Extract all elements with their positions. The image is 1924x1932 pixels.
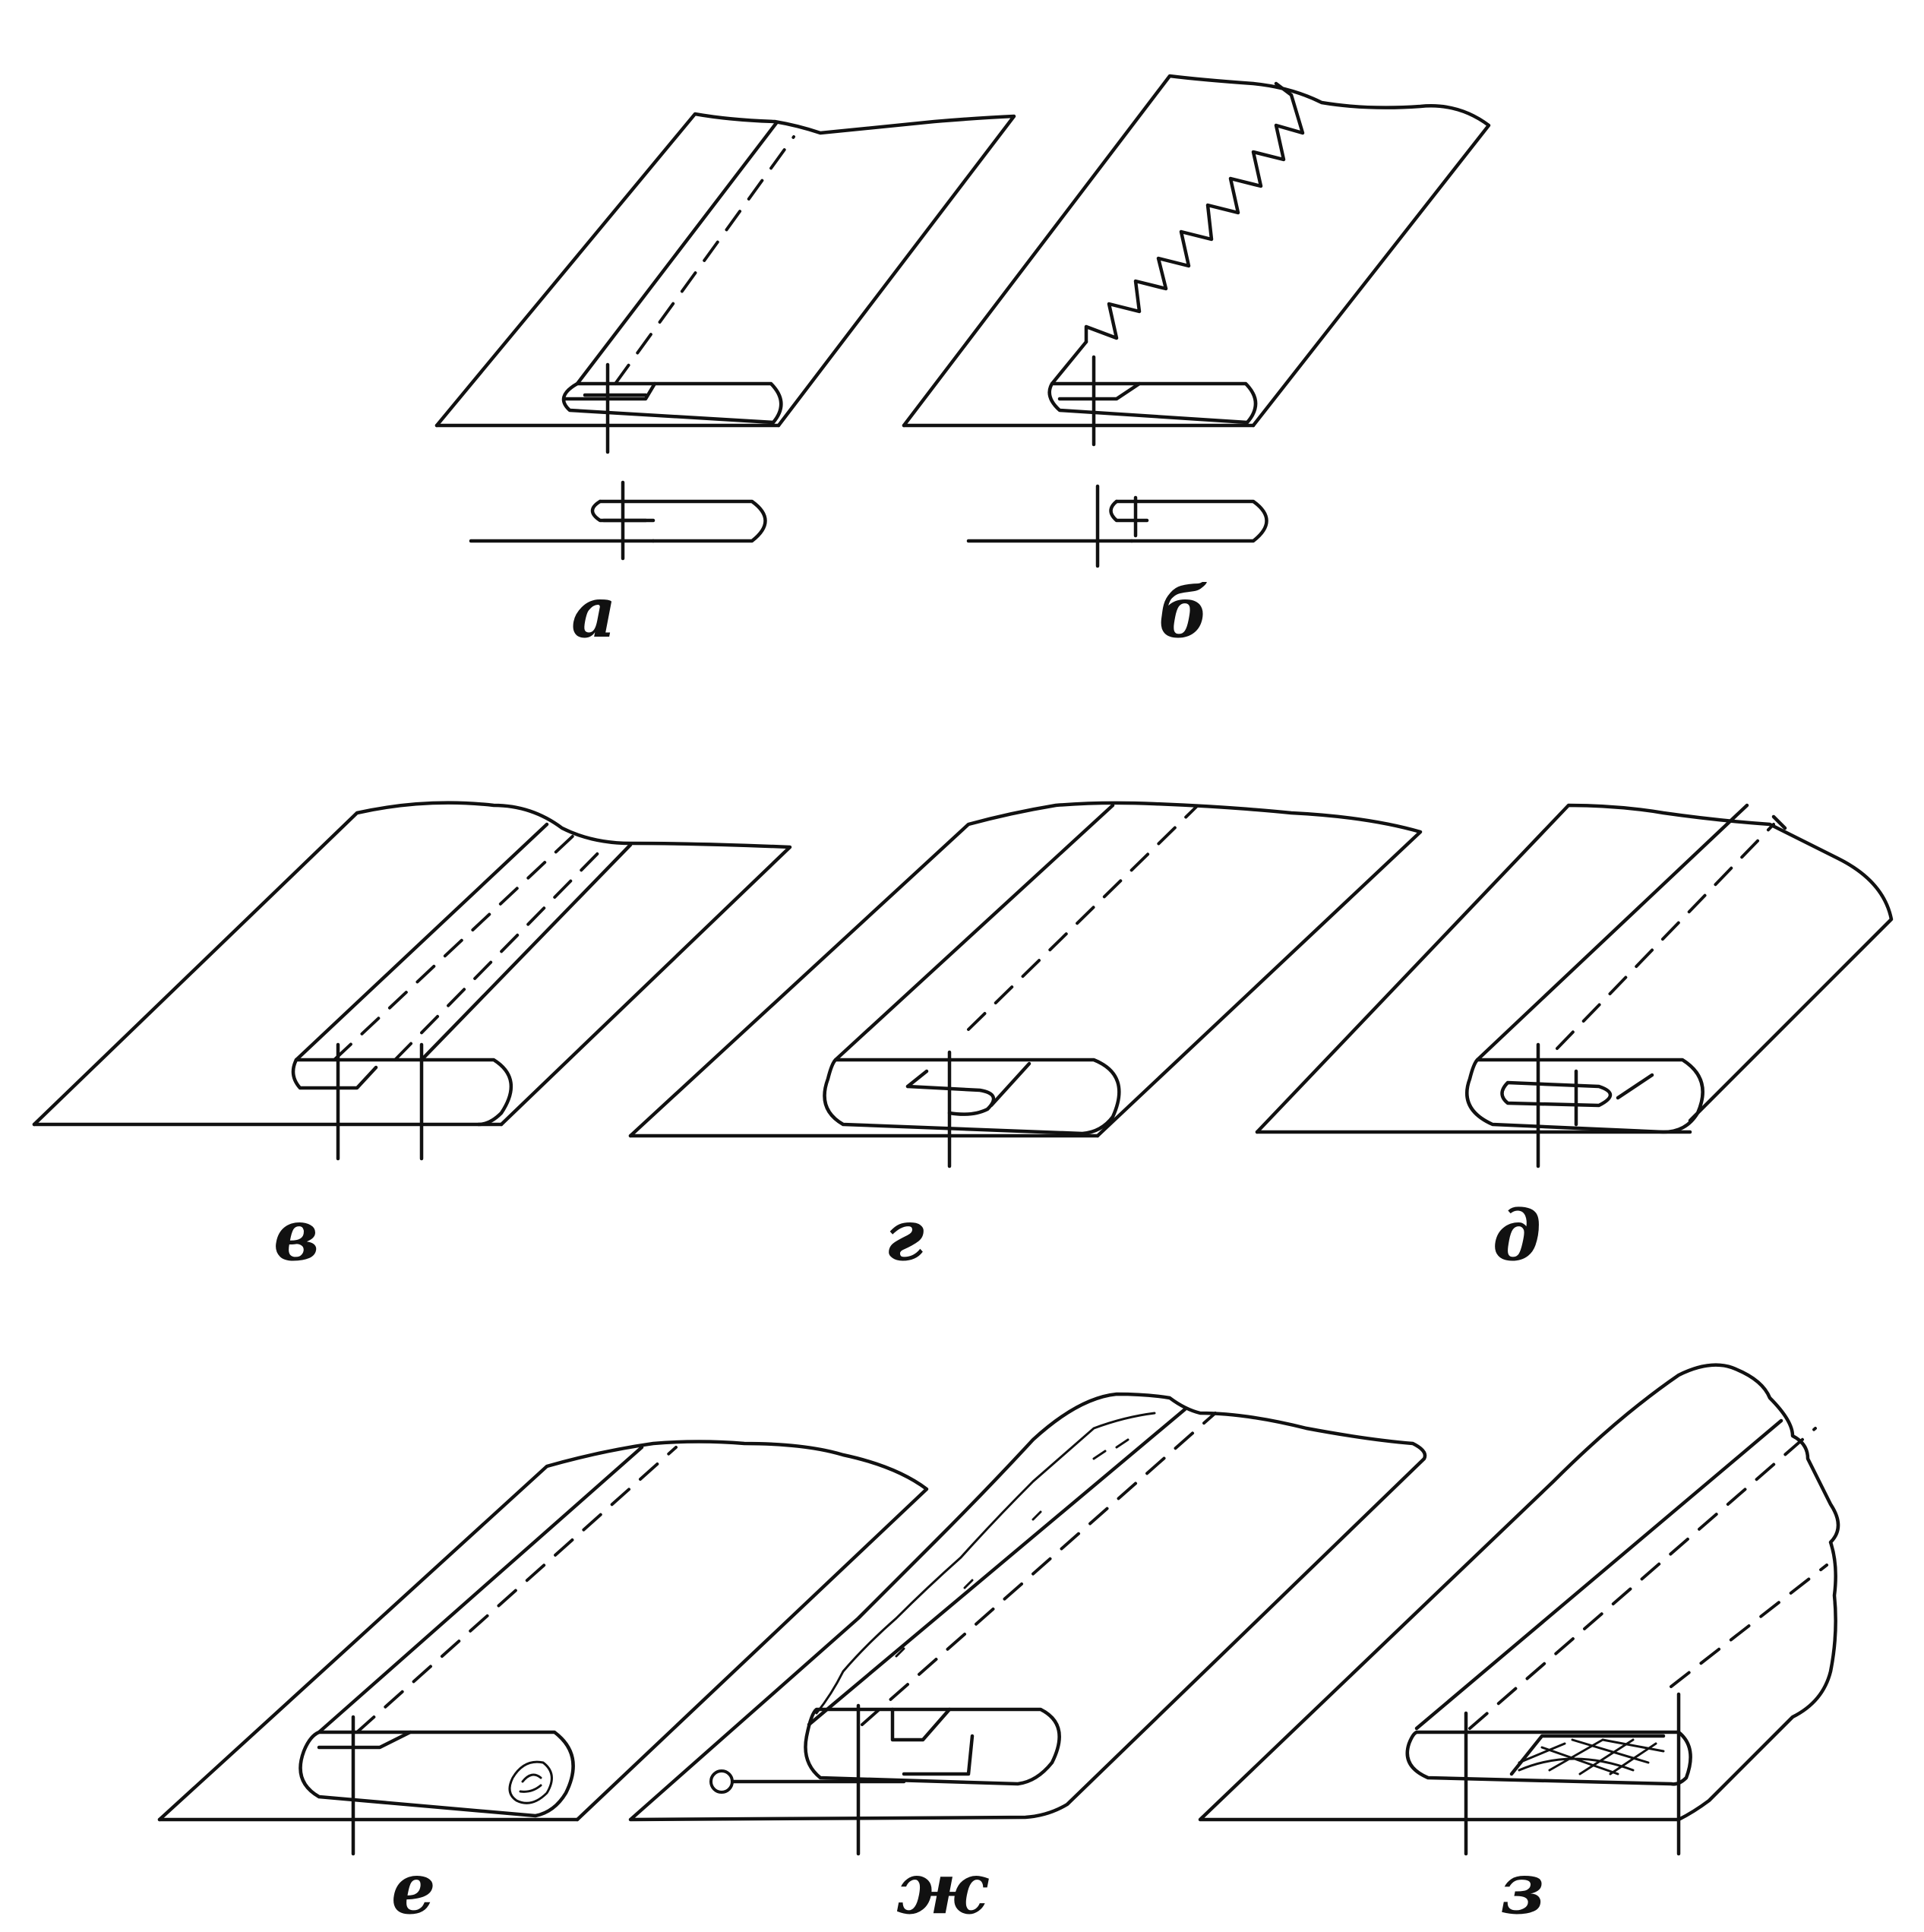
figure-v-label: в: [273, 1194, 320, 1276]
figure-e-label: е: [391, 1848, 436, 1930]
figure-g-label: г: [885, 1194, 924, 1276]
figure-v-hem-drawing: [32, 801, 792, 1161]
figure-z-label: з: [1500, 1848, 1545, 1930]
figure-g-hem-drawing: [628, 801, 1423, 1168]
figure-zh-label: ж: [896, 1848, 988, 1930]
figure-z-hem-drawing: [1198, 1363, 1840, 1856]
figure-b-label: б: [1158, 571, 1209, 653]
figure-d-hem-drawing: [1255, 803, 1894, 1168]
figure-a-hem-drawing: [434, 112, 1016, 561]
figure-e-hem-drawing: [157, 1440, 929, 1856]
figure-b-hem-drawing: [902, 74, 1491, 568]
figure-zh-hem-drawing: [628, 1392, 1427, 1856]
figure-d-label: д: [1493, 1194, 1541, 1276]
figure-a-label: а: [571, 571, 617, 653]
